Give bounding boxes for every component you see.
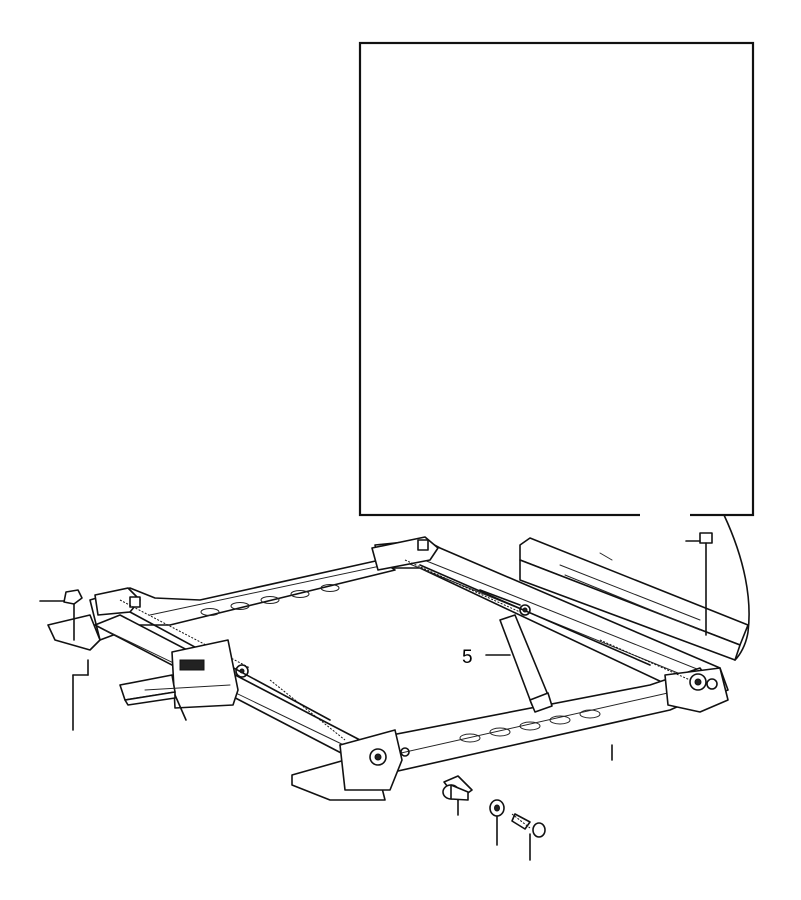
callout-part-5: 5 <box>462 647 511 668</box>
bolt <box>511 813 546 838</box>
washer <box>489 799 505 817</box>
spring-mechanism-right <box>404 559 691 681</box>
callout-label-5: 5 <box>462 647 473 668</box>
seat-back-panel <box>358 41 755 661</box>
front-latch-assembly <box>119 639 239 709</box>
side-panel-bracket <box>519 537 749 661</box>
bushing <box>442 775 473 801</box>
leader-lines <box>39 540 701 861</box>
screw-top-right <box>699 532 713 636</box>
seat-adjust-lever <box>499 614 553 713</box>
